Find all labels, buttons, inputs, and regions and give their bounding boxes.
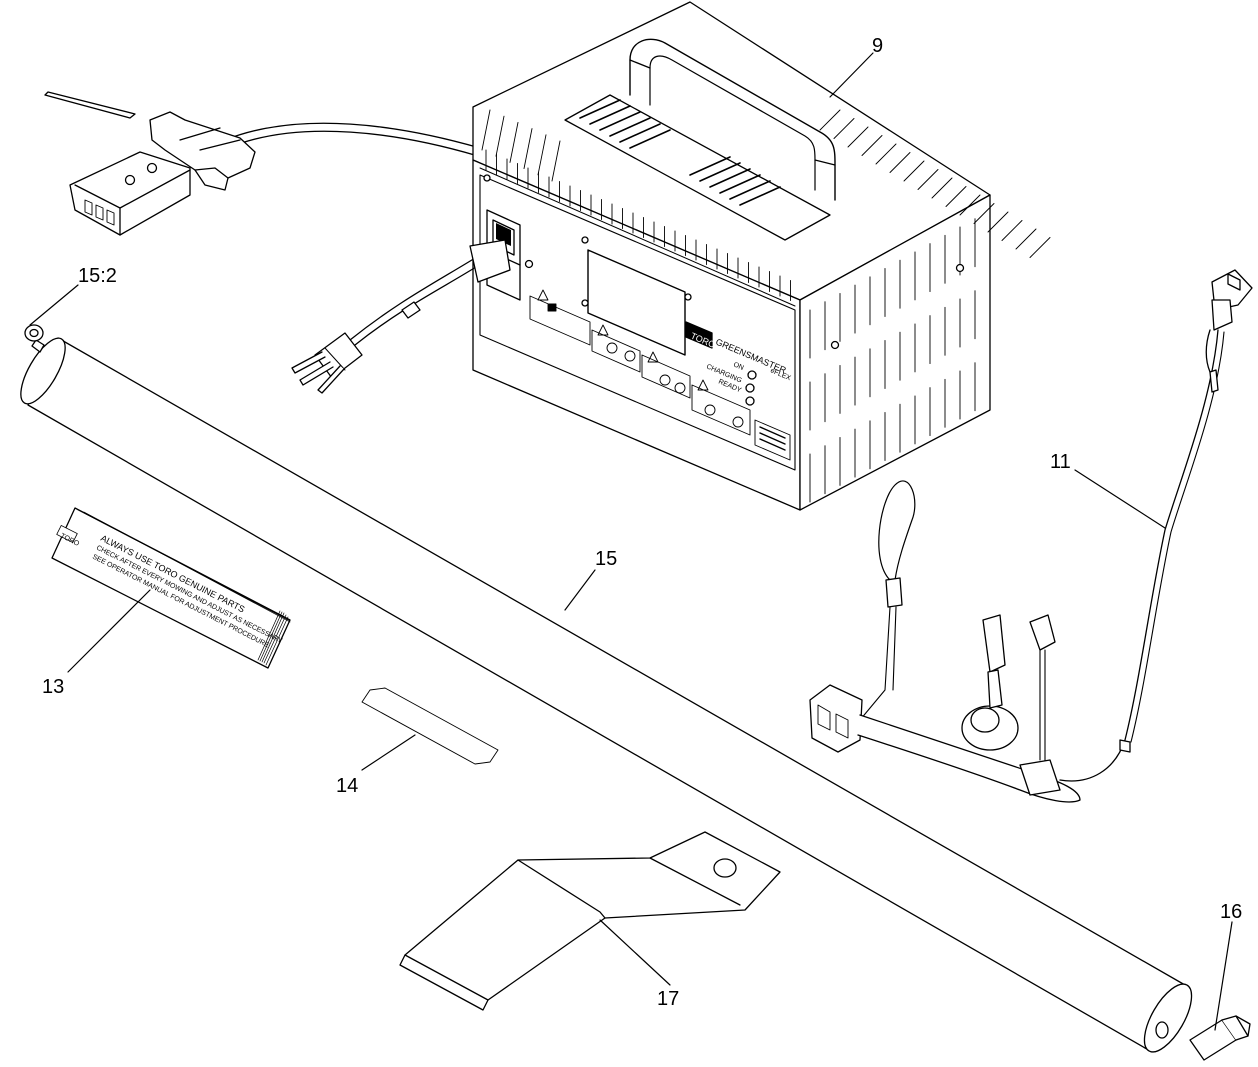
vent-slot: [889, 152, 911, 173]
vent-slot: [833, 118, 855, 139]
vent-slot: [523, 128, 533, 170]
leader-11: [1074, 469, 1166, 529]
vent-slot: [1001, 220, 1023, 241]
status-charging-led: [745, 383, 755, 393]
vent-slot: [875, 143, 897, 165]
part-16-bolt: [1189, 1015, 1251, 1061]
leader-13: [67, 589, 151, 673]
vent-slot: [861, 135, 883, 156]
vent-slot: [987, 211, 1009, 233]
part-17-bracket: [399, 831, 781, 1011]
vent-slot: [945, 186, 967, 207]
part-15-cylinder: [20, 337, 1193, 1053]
vent-slot: [1015, 228, 1037, 250]
vent-slot: [931, 177, 953, 199]
vent-slot: [959, 194, 981, 216]
vent-slot: [847, 126, 869, 148]
leader-9: [829, 52, 874, 98]
vent-slot: [903, 160, 925, 182]
status-on-led: [747, 370, 757, 380]
vent-slot: [481, 109, 491, 151]
status-ready-led: [745, 396, 755, 406]
leader-16: [1214, 921, 1233, 1031]
vent-slot: [973, 203, 995, 224]
part-14-decal: [361, 687, 499, 765]
status-on-label: ON: [732, 361, 744, 372]
vent-slot: [917, 169, 939, 190]
vent-slot: [509, 121, 519, 163]
part-9-charger: TORO GREENSMASTER eFLEX ON CHARGING READ…: [44, 1, 1051, 511]
leader-17: [599, 919, 671, 986]
vent-slot: [495, 115, 505, 157]
callout-17: 17: [657, 988, 679, 1010]
vent-slot: [537, 134, 547, 176]
callout-13: 13: [42, 676, 64, 698]
callout-11: 11: [1050, 451, 1071, 473]
part-11-wiring-harness: [809, 269, 1253, 803]
vent-slot: [819, 109, 841, 131]
callout-16: 16: [1220, 901, 1242, 923]
leader-15-2: [29, 284, 79, 326]
callout-14: 14: [336, 775, 358, 797]
leader-lines: [29, 52, 1233, 1031]
vent-slot: [1029, 237, 1051, 258]
part-15-2-washer: [24, 324, 44, 342]
leader-14: [361, 734, 416, 771]
vent-slot: [551, 140, 561, 182]
callout-15-2: 15:2: [78, 265, 117, 287]
callout-15: 15: [595, 548, 617, 570]
callout-9: 9: [872, 35, 883, 57]
leader-15: [564, 569, 596, 611]
